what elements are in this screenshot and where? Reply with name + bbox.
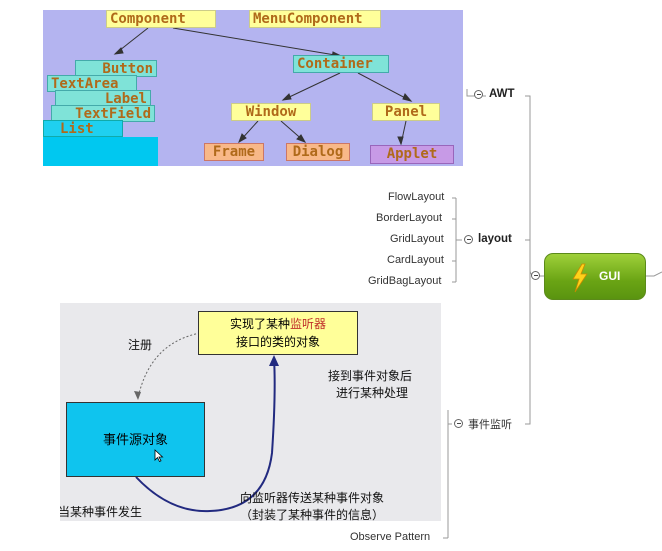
- class-frame: Frame: [204, 143, 264, 161]
- class-container: Container: [293, 55, 389, 73]
- layout-cardlayout[interactable]: CardLayout: [387, 254, 444, 266]
- layout-gridlayout[interactable]: GridLayout: [390, 233, 444, 245]
- awt-hierarchy-image: Component MenuComponent Button TextArea …: [43, 10, 463, 166]
- class-dialog: Dialog: [286, 143, 350, 161]
- class-label: Label: [55, 90, 151, 107]
- event-occur-label: 当某种事件发生: [60, 505, 143, 519]
- after-receive-line2: 进行某种处理: [336, 386, 409, 400]
- send-event-line1: 向监听器传送某种事件对象: [240, 491, 385, 505]
- branch-event-listening[interactable]: 事件监听: [468, 419, 512, 431]
- event-source-label: 事件源对象: [102, 433, 168, 448]
- class-menu-component: MenuComponent: [249, 10, 381, 28]
- event-flow-arrows: [134, 332, 279, 513]
- event-source-box: 事件源对象: [66, 402, 205, 477]
- layout-collapse-toggle[interactable]: [464, 235, 473, 244]
- awt-collapse-toggle[interactable]: [474, 90, 483, 99]
- layout-borderlayout[interactable]: BorderLayout: [376, 212, 443, 224]
- class-textfield: TextField: [51, 105, 155, 122]
- class-applet: Applet: [370, 145, 454, 164]
- listener-text-a: 实现了某种: [229, 317, 290, 331]
- branch-awt[interactable]: AWT: [489, 88, 515, 100]
- layout-gridbaglayout[interactable]: GridBagLayout: [368, 275, 442, 287]
- event-listener-image: 实现了某种监听器 接口的类的对象 注册 接到事件对象后 进行某种处理 事件源对象…: [60, 303, 441, 521]
- branch-layout[interactable]: layout: [478, 233, 512, 245]
- event-observe-pattern[interactable]: Observe Pattern: [350, 531, 431, 543]
- event-collapse-toggle[interactable]: [454, 419, 463, 428]
- class-textarea: TextArea: [47, 75, 137, 92]
- listener-text-highlight: 监听器: [290, 317, 327, 331]
- class-panel: Panel: [372, 103, 440, 121]
- class-list: List: [43, 120, 123, 137]
- class-window: Window: [231, 103, 311, 121]
- listener-text-line2: 接口的类的对象: [235, 335, 320, 349]
- register-label: 注册: [128, 338, 153, 352]
- listener-object-box: 实现了某种监听器 接口的类的对象: [198, 311, 358, 355]
- class-component: Component: [106, 10, 216, 28]
- awt-hierarchy-arrows: [113, 27, 413, 146]
- cursor-icon: [154, 449, 164, 463]
- layout-flowlayout[interactable]: FlowLayout: [388, 191, 445, 203]
- after-receive-line1: 接到事件对象后: [328, 369, 413, 383]
- gui-root-label: GUI: [599, 269, 621, 283]
- root-collapse-toggle[interactable]: [531, 271, 540, 280]
- class-button: Button: [75, 60, 157, 77]
- list-panel-fill: [43, 137, 158, 166]
- gui-root-node[interactable]: GUI: [544, 253, 646, 300]
- lightning-icon: [572, 263, 588, 293]
- send-event-line2: （封装了某种事件的信息）: [240, 508, 385, 521]
